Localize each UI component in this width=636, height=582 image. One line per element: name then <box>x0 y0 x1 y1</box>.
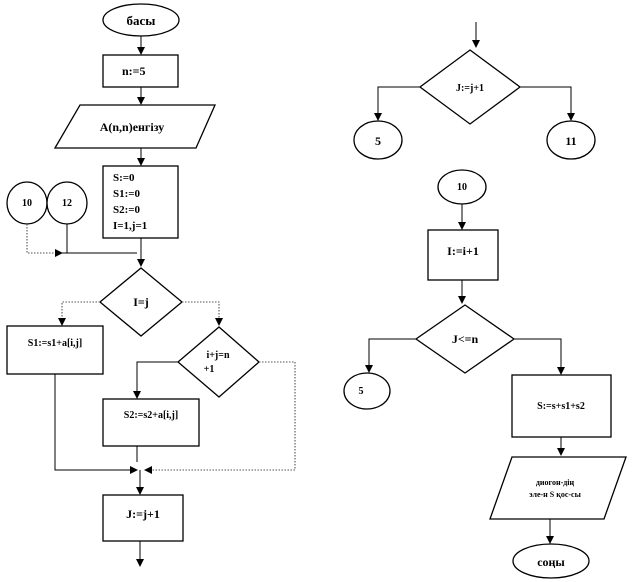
branch-yes-to-s1 <box>58 301 100 326</box>
i-inc-label: I:=i+1 <box>447 244 479 258</box>
cond-j-le-n-decision: J<=n <box>414 304 516 374</box>
start-terminal: басы <box>102 3 180 37</box>
connector-12-label: 12 <box>62 198 72 209</box>
cond-j-inc-decision: J:=j+1 <box>418 49 522 125</box>
end-terminal: соңы <box>512 543 590 579</box>
init-line-3: S2:=0 <box>113 204 141 216</box>
j-inc-left-process: J:=j+1 <box>102 494 184 542</box>
output-line-2: эле-н S қос-сы <box>529 490 581 499</box>
goto-11-connector: 11 <box>546 120 596 160</box>
cond-j-le-n-label: J<=n <box>452 332 479 346</box>
branch-to-goto-11 <box>520 86 575 121</box>
goto-5-top-connector: 5 <box>353 120 403 160</box>
init-line-4: I=1,j=1 <box>113 220 147 232</box>
s2-sum-label: S2:=s2+a[i,j] <box>124 410 178 421</box>
branch-no-to-ij <box>182 301 223 326</box>
s2-sum-process: S2:=s2+a[i,j] <box>102 398 200 447</box>
n-assign-process: n:=5 <box>102 54 179 88</box>
cond-i-eq-j-decision: I=j <box>98 267 184 337</box>
s-total-label: S:=s+s1+s2 <box>537 401 585 412</box>
j-inc-left-label: J:=j+1 <box>126 507 160 521</box>
dashed-line-from-10 <box>26 224 63 257</box>
n-assign-label: n:=5 <box>122 64 146 78</box>
connector-12-circle: 12 <box>46 181 88 225</box>
cond-ij-n-line2: +1 <box>204 364 215 375</box>
output-line-1: диогон-дің <box>536 478 575 487</box>
connector-10-right-circle: 10 <box>437 169 487 205</box>
init-line-1: S:=0 <box>113 172 135 184</box>
start-label: басы <box>127 13 156 28</box>
branch-to-goto-5-top <box>374 86 420 121</box>
goto-11-label: 11 <box>565 134 576 148</box>
s-total-process: S:=s+s1+s2 <box>511 374 612 438</box>
end-label: соңы <box>537 555 565 569</box>
branch-to-s-total <box>514 338 565 375</box>
branch-yes-to-s2 <box>133 361 178 399</box>
connector-10-right-label: 10 <box>457 182 467 193</box>
i-inc-process: I:=i+1 <box>427 229 499 281</box>
branch-no-merge <box>144 361 296 474</box>
output-io: диогон-дің эле-н S қос-сы <box>489 456 627 520</box>
s1-sum-process: S1:=s1+a[i,j] <box>6 325 104 375</box>
cond-j-inc-label: J:=j+1 <box>456 83 484 94</box>
s1-merge-line <box>54 374 138 474</box>
cond-i-eq-j-label: I=j <box>133 295 149 309</box>
input-array-label: A(n,n)енгізу <box>100 120 165 134</box>
init-line-2: S1:=0 <box>113 188 141 200</box>
goto-5-bottom-connector: 5 <box>343 372 391 410</box>
goto-5-bottom-label: 5 <box>359 386 364 397</box>
connector-10-label: 10 <box>22 198 32 209</box>
branch-to-goto-5-bottom <box>365 338 416 373</box>
cond-ij-n-line1: i+j=n <box>206 350 230 361</box>
goto-5-top-label: 5 <box>375 134 381 148</box>
init-process: S:=0 S1:=0 S2:=0 I=1,j=1 <box>102 165 179 239</box>
cond-ij-n-decision: i+j=n +1 <box>176 326 260 398</box>
s1-sum-label: S1:=s1+a[i,j] <box>28 338 82 349</box>
input-array-io: A(n,n)енгізу <box>53 104 216 149</box>
connector-10-circle: 10 <box>6 181 48 225</box>
